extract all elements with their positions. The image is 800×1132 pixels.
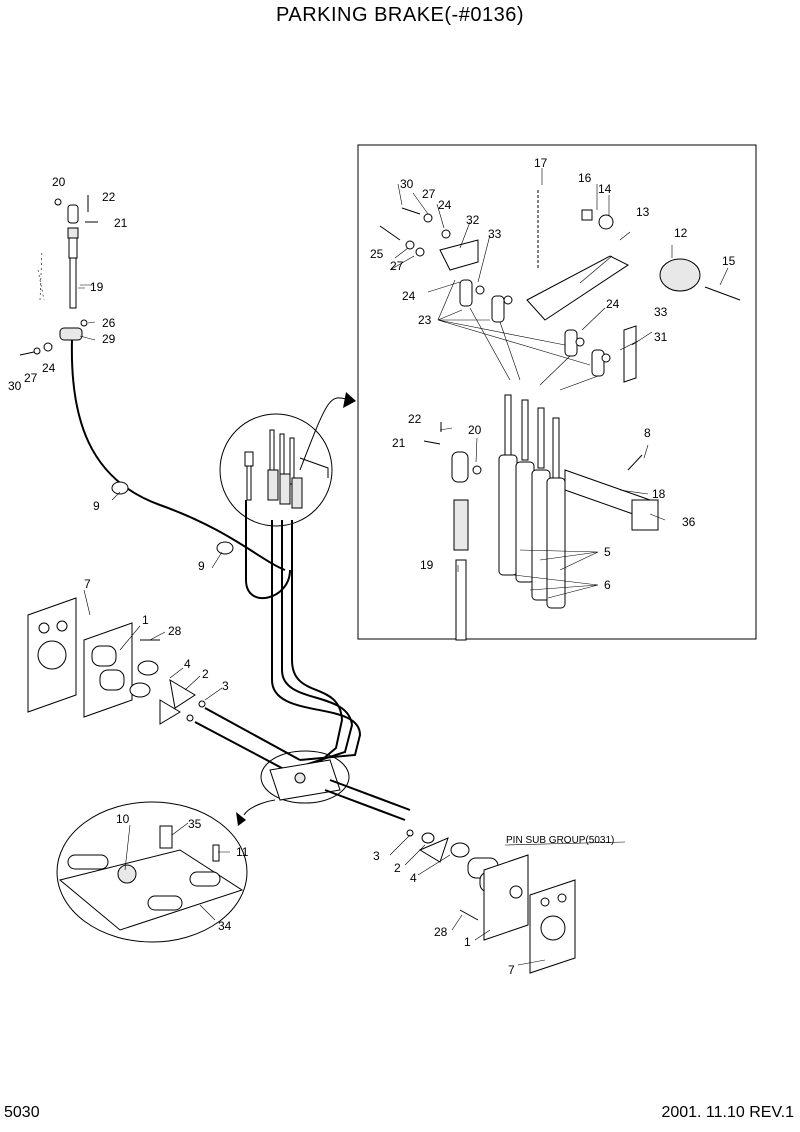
callout-13: 13 [636,205,650,219]
callout-2b: 2 [394,861,401,875]
detail-parts-upper [379,190,741,391]
callout-19b: 19 [420,558,434,572]
page-number: 5030 [4,1104,40,1121]
callout-1b: 1 [464,935,471,949]
page-title: PARKING BRAKE(-#0136) [276,4,524,26]
callout-21b: 21 [392,436,406,450]
callout-25: 25 [370,247,384,261]
callout-33b: 33 [654,305,668,319]
callout-30a: 30 [8,379,22,393]
callout-24c: 24 [402,289,416,303]
callout-30b: 30 [400,177,414,191]
callout-10: 10 [116,812,130,826]
callout-26: 26 [102,316,116,330]
callout-1a: 1 [142,613,149,627]
cable-clip [111,481,234,555]
callout-18: 18 [652,487,666,501]
left-bracket-assembly [27,597,301,776]
callout-14: 14 [598,182,612,196]
callout-5: 5 [604,545,611,559]
callout-22b: 22 [408,412,422,426]
callout-22a: 22 [102,190,116,204]
callout-24b: 24 [438,198,452,212]
callout-21a: 21 [114,216,128,230]
callout-9a: 9 [93,499,100,513]
detail-inset-frame [357,144,757,640]
callout-23: 23 [418,313,432,327]
callout-16: 16 [578,171,592,185]
callout-32: 32 [466,213,480,227]
sub-group-label: PIN SUB GROUP(5031) [506,835,614,846]
callout-labels: 20 22 21 19 26 29 24 27 30 9 9 7 1 28 4 … [8,156,736,977]
revision-date: 2001. 11.10 REV.1 [661,1104,794,1121]
leader-lines [78,168,729,966]
callout-12: 12 [674,226,688,240]
callout-4a: 4 [184,657,191,671]
magnifier-cable-ends [219,392,356,527]
callout-24d: 24 [606,297,620,311]
callout-28b: 28 [434,925,448,939]
callout-15: 15 [722,254,736,268]
callout-20b: 20 [468,423,482,437]
callout-28a: 28 [168,624,182,638]
callout-35: 35 [188,817,202,831]
callout-24a: 24 [42,361,56,375]
callout-29: 29 [102,332,116,346]
callout-8: 8 [644,426,651,440]
callout-7b: 7 [508,963,515,977]
center-pin-plate [236,750,411,826]
detail-parts-lower [423,394,659,641]
callout-27b: 27 [422,187,436,201]
callout-31: 31 [654,330,668,344]
callout-9b: 9 [198,559,205,573]
callout-7a: 7 [84,577,91,591]
callout-2a: 2 [202,667,209,681]
brake-cables [245,500,362,771]
callout-6: 6 [604,578,611,592]
callout-11: 11 [236,845,249,859]
right-bracket-assembly [406,829,576,974]
callout-36: 36 [682,515,696,529]
hand-lever-assembly [19,195,286,571]
callout-20a: 20 [52,175,66,189]
callout-3b: 3 [373,849,380,863]
callout-33a: 33 [488,227,502,241]
callout-27c: 27 [390,259,404,273]
callout-4b: 4 [410,871,417,885]
callout-34: 34 [218,919,232,933]
callout-27a: 27 [24,371,38,385]
magnifier-pin-plate [56,801,248,943]
callout-19a: 19 [90,280,104,294]
callout-3a: 3 [222,679,229,693]
callout-17: 17 [534,156,548,170]
